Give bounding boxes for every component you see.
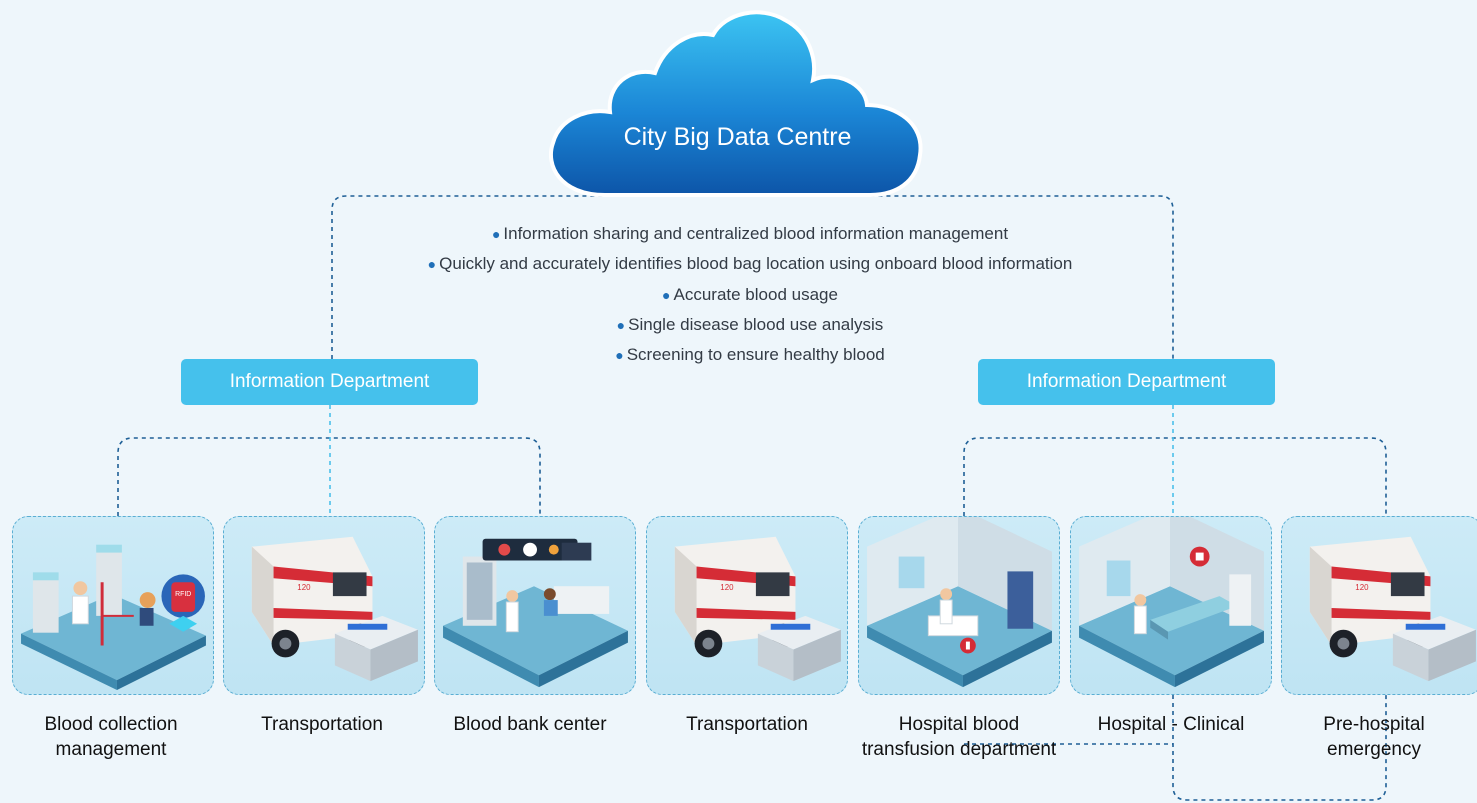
pre-hospital-emergency-tile: 120 bbox=[1281, 516, 1477, 695]
right-loop-connector bbox=[1172, 695, 1387, 801]
benefit-item: ●Information sharing and centralized blo… bbox=[491, 224, 1009, 243]
ambulance-scene-icon: 120 bbox=[1309, 536, 1476, 682]
node-label-blood-collection: Blood collection management bbox=[44, 714, 178, 760]
ambulance-badge-text: 120 bbox=[1355, 583, 1369, 592]
blood-bank-scene-icon bbox=[443, 538, 628, 688]
node-label-transportation-2: Transportation bbox=[686, 714, 808, 735]
transfusion-room-scene-icon bbox=[867, 517, 1052, 688]
benefit-item: ●Accurate blood usage bbox=[662, 284, 838, 304]
information-department-left: Information Department bbox=[181, 359, 478, 405]
blood-collection-scene-icon: RFID bbox=[21, 544, 206, 691]
ambulance-scene-icon: 120 bbox=[251, 536, 418, 682]
node-label-clinical: Hospital - Clinical bbox=[1097, 714, 1245, 735]
blood-collection-tile: RFID bbox=[12, 516, 214, 695]
clinical-ward-scene-icon bbox=[1079, 517, 1264, 688]
rfid-badge-text: RFID bbox=[175, 591, 191, 598]
node-label-transfusion: Hospital blood transfusion department bbox=[861, 714, 1057, 760]
node-label-pre-hospital: Pre-hospital emergency bbox=[1323, 714, 1425, 760]
benefit-item: ●Quickly and accurately identifies blood… bbox=[427, 254, 1073, 274]
information-department-right: Information Department bbox=[978, 359, 1275, 405]
benefit-item: ●Single disease blood use analysis bbox=[616, 314, 884, 334]
cloud-icon bbox=[548, 10, 923, 197]
benefits-list: ●Information sharing and centralized blo… bbox=[300, 219, 1200, 370]
transfusion-department-tile bbox=[858, 516, 1060, 695]
ambulance-badge-text: 120 bbox=[720, 583, 734, 592]
left-branch-connector bbox=[117, 437, 541, 516]
ambulance-scene-icon: 120 bbox=[674, 536, 841, 682]
transportation-tile-1: 120 bbox=[223, 516, 425, 695]
node-label-transportation-1: Transportation bbox=[261, 714, 383, 735]
right-branch-connector bbox=[963, 437, 1387, 516]
city-big-data-cloud: City Big Data Centre bbox=[545, 5, 930, 200]
clinical-tile bbox=[1070, 516, 1272, 695]
node-label-blood-bank: Blood bank center bbox=[453, 714, 607, 735]
ambulance-badge-text: 120 bbox=[297, 583, 311, 592]
transportation-tile-2: 120 bbox=[646, 516, 848, 695]
benefit-item: ●Screening to ensure healthy blood bbox=[615, 345, 885, 365]
cloud-title: City Big Data Centre bbox=[623, 123, 852, 151]
blood-bank-tile bbox=[434, 516, 636, 695]
